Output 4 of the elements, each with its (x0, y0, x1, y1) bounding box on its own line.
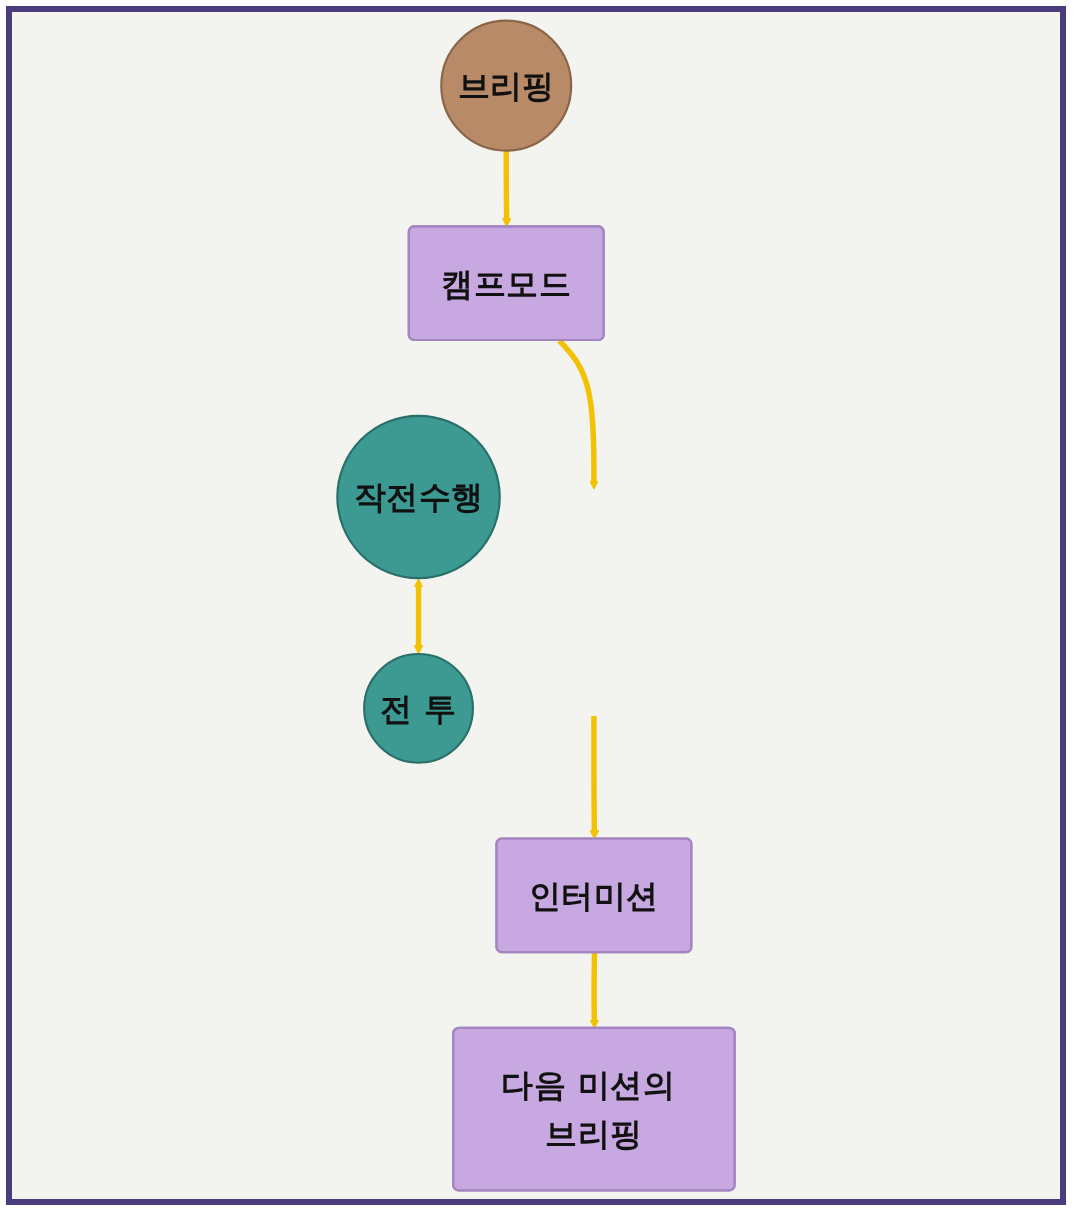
node-circle: 전 투 (363, 652, 474, 764)
arrow (413, 578, 424, 655)
node-circle: 작전수행 (336, 414, 501, 580)
node-circle: 브리핑 (440, 19, 573, 152)
